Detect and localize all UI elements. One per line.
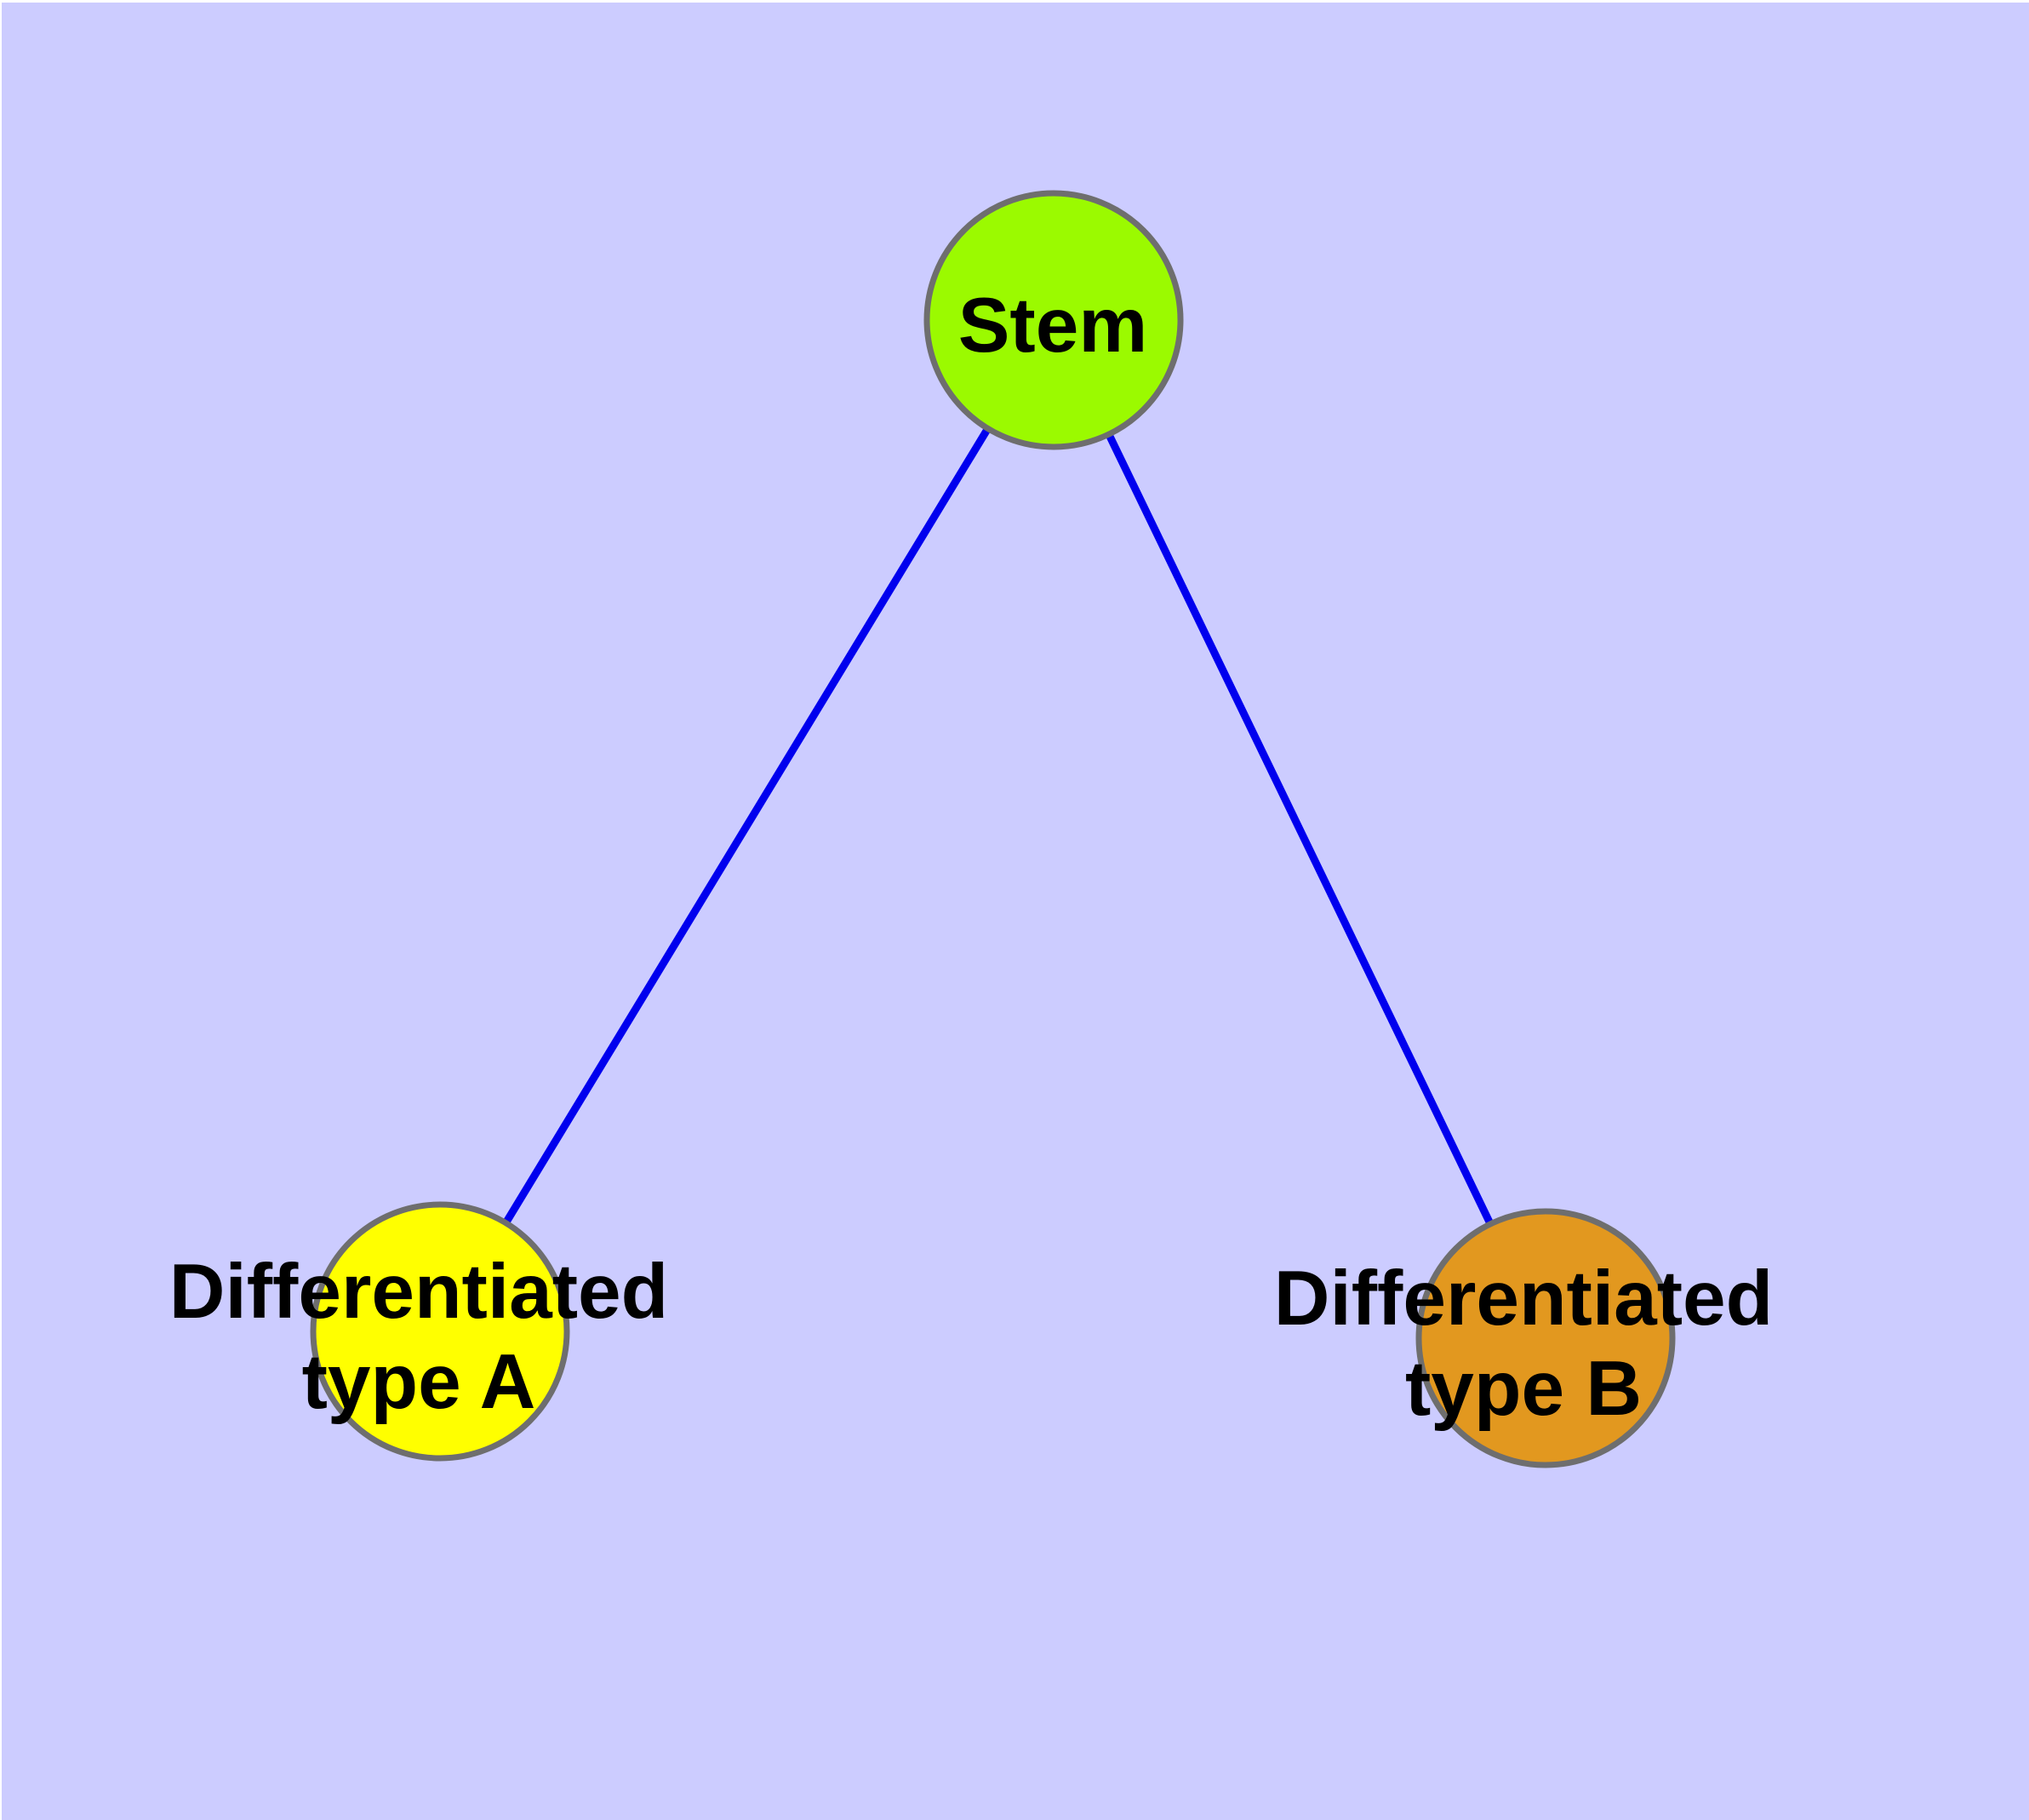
edge-stem-to-type-a bbox=[437, 318, 1057, 1334]
node-stem-label: Stem bbox=[958, 283, 1148, 369]
node-type-b-circle bbox=[1415, 1208, 1676, 1468]
node-type-a-label-line1: Differentiated bbox=[169, 1249, 669, 1335]
node-type-b-label-line2: type B bbox=[1405, 1346, 1642, 1432]
node-type-a-circle bbox=[310, 1201, 570, 1462]
node-stem-circle bbox=[923, 190, 1184, 450]
node-type-a-label-line2: type A bbox=[302, 1339, 536, 1425]
edge-stem-to-type-b bbox=[1049, 318, 1550, 1340]
node-type-b-label-line1: Differentiated bbox=[1274, 1256, 1774, 1342]
